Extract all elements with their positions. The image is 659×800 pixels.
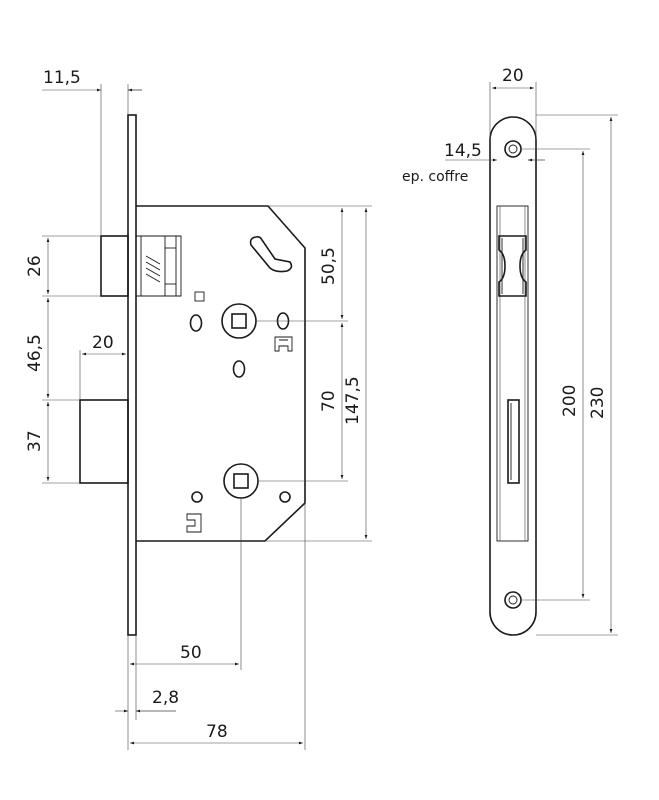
hook-icon (186, 513, 202, 533)
note-ep-coffre: ep. coffre (402, 169, 468, 185)
latch-housing (136, 235, 182, 297)
latch-opening (498, 235, 527, 297)
case-outline (496, 205, 529, 542)
dim-20-bolt: 20 (92, 333, 114, 353)
faceplate-dimensions: 20 14,5 ep. coffre 200 230 (402, 66, 618, 636)
screw-oval-left (189, 314, 203, 332)
screw-oval-middle (232, 360, 246, 378)
lock-case (136, 205, 306, 542)
spring-icon (145, 255, 161, 283)
slot-top (249, 236, 293, 273)
dim-26: 26 (25, 255, 45, 277)
front-dimensions: 11,5 26 46,5 37 20 50,5 70 147,5 50 (25, 68, 372, 750)
dim-78: 78 (206, 722, 228, 742)
dim-46-5: 46,5 (25, 334, 45, 372)
faceplate-outline (489, 116, 537, 636)
dim-14-5: 14,5 (444, 141, 482, 161)
rivet-right (279, 491, 291, 503)
latch-bolt (100, 235, 129, 297)
dim-50-5: 50,5 (319, 247, 339, 285)
dim-20-plate: 20 (502, 66, 524, 86)
dim-230: 230 (588, 387, 608, 419)
faceplate-front-view (489, 116, 537, 636)
dim-70: 70 (319, 390, 339, 412)
small-square (194, 291, 205, 302)
handle-square-hole (231, 313, 247, 329)
handle-follower (221, 303, 257, 339)
turn-follower (223, 463, 259, 499)
dead-bolt (79, 399, 129, 484)
dim-200: 200 (560, 385, 580, 417)
turn-square-hole (233, 473, 249, 489)
bracket-icon (274, 336, 293, 352)
screw-bottom-icon (504, 591, 522, 609)
dim-50: 50 (180, 643, 202, 663)
lock-front-view (79, 114, 306, 636)
dim-37: 37 (25, 430, 45, 452)
rivet-left (191, 491, 203, 503)
dim-147-5: 147,5 (343, 376, 363, 425)
deadbolt-opening (507, 399, 520, 484)
faceplate-side (127, 114, 137, 636)
dim-2-8: 2,8 (152, 688, 179, 708)
dim-11-5: 11,5 (43, 68, 81, 88)
screw-top-icon (504, 140, 522, 158)
